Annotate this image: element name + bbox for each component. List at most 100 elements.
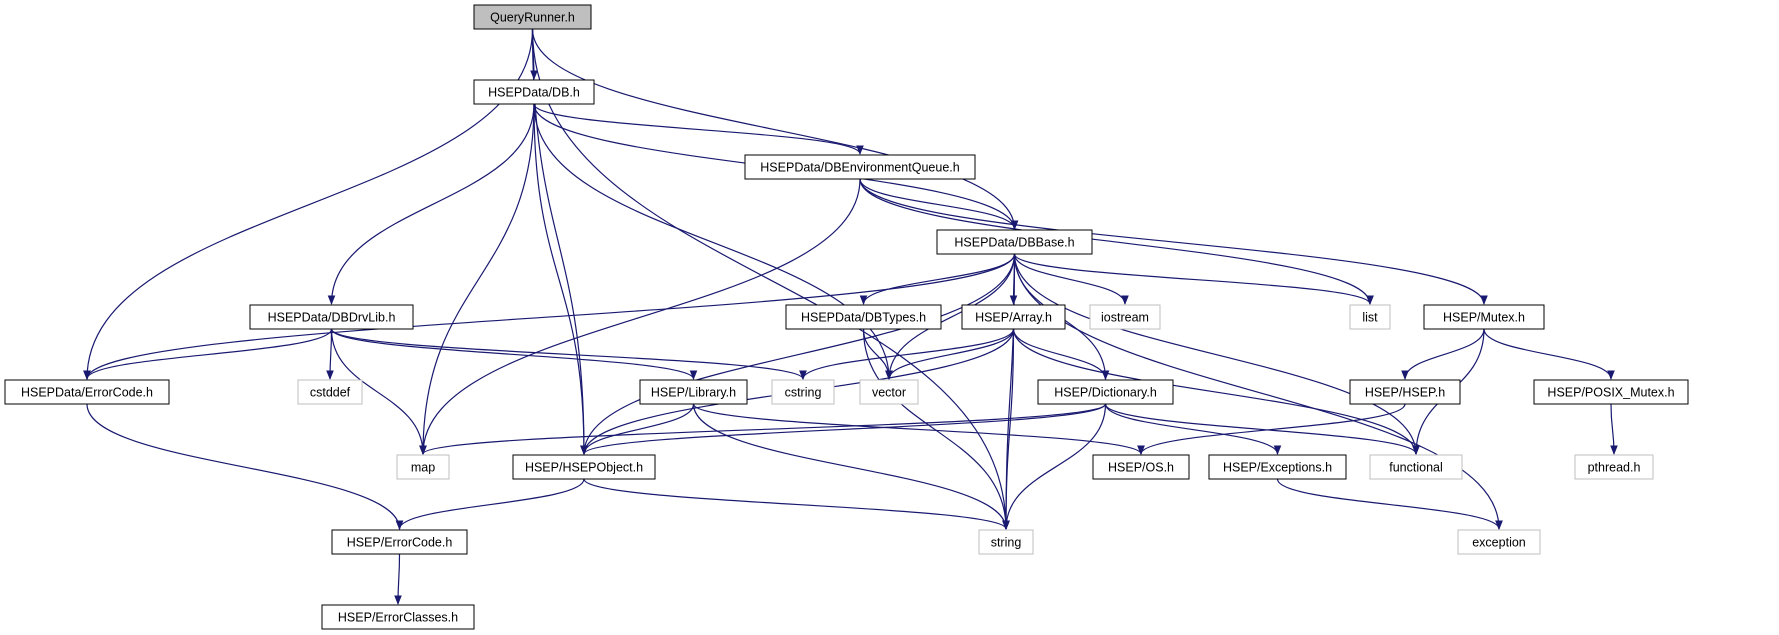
edge-library-to-os [692, 403, 1145, 455]
node-box-errorclasses [321, 604, 475, 630]
node-label-dbenvqueue: HSEPData/DBEnvironmentQueue.h [760, 161, 959, 175]
node-box-iostream [1089, 304, 1161, 330]
node-label-functional: functional [1389, 461, 1443, 475]
node-box-dbdrvlib [249, 304, 414, 330]
edge-dbbase-to-hsepobject [580, 253, 1016, 455]
node-mutex[interactable]: HSEP/Mutex.h [1423, 304, 1545, 330]
node-box-library [639, 379, 748, 405]
node-errorclasses[interactable]: HSEP/ErrorClasses.h [321, 604, 475, 630]
edge-db-to-vector [533, 103, 893, 380]
node-queryrunner[interactable]: QueryRunner.h [473, 4, 592, 30]
node-cstddef: cstddef [297, 379, 363, 405]
edge-dbbase-to-list [1013, 253, 1374, 305]
node-label-dictionary: HSEP/Dictionary.h [1054, 386, 1157, 400]
node-box-pthread [1574, 454, 1654, 480]
edge-posixmutex-to-pthread [1610, 403, 1618, 455]
node-label-posixmutex: HSEP/POSIX_Mutex.h [1547, 386, 1674, 400]
edge-dbdrvlib-to-library [330, 328, 698, 380]
edge-dbbase-to-vector [885, 253, 1016, 380]
node-box-array [961, 304, 1066, 330]
node-label-dataerrorcode: HSEPData/ErrorCode.h [21, 386, 153, 400]
edge-dbbase-to-iostream [1013, 253, 1129, 305]
edge-dbdrvlib-to-cstring [330, 328, 807, 380]
edge-dbenvqueue-to-list [859, 178, 1374, 305]
edge-db-to-dbdrvlib [327, 103, 535, 305]
node-label-pthread: pthread.h [1588, 461, 1641, 475]
edge-dbdrvlib-to-cstddef [326, 328, 334, 380]
edge-dbenvqueue-to-dbbase [859, 178, 1019, 230]
node-dictionary[interactable]: HSEP/Dictionary.h [1037, 379, 1174, 405]
edge-dataerrorcode-to-hseperrorcode [86, 403, 404, 530]
edge-library-to-hsepobject [580, 403, 695, 455]
edge-dbbase-to-dbtypes [859, 253, 1016, 305]
edge-hseperrorcode-to-errorclasses [394, 553, 402, 605]
node-string: string [978, 529, 1034, 555]
node-box-dictionary [1037, 379, 1174, 405]
edge-dbenvqueue-to-map [419, 178, 861, 455]
node-box-hseph [1349, 379, 1461, 405]
node-hseph[interactable]: HSEP/HSEP.h [1349, 379, 1461, 405]
node-label-list: list [1362, 311, 1378, 325]
node-box-string [978, 529, 1034, 555]
node-exception: exception [1457, 529, 1541, 555]
node-label-array: HSEP/Array.h [975, 311, 1052, 325]
node-box-hsepobject [512, 454, 656, 480]
node-label-vector: vector [872, 386, 906, 400]
edge-mutex-to-hseph [1401, 328, 1485, 380]
node-hseperrorcode[interactable]: HSEP/ErrorCode.h [331, 529, 468, 555]
node-array[interactable]: HSEP/Array.h [961, 304, 1066, 330]
edge-dbdrvlib-to-dataerrorcode [83, 328, 333, 380]
edge-array-to-functional [1012, 328, 1420, 455]
node-box-exception [1457, 529, 1541, 555]
node-exceptions[interactable]: HSEP/Exceptions.h [1208, 454, 1347, 480]
edge-dbbase-to-dataerrorcode [83, 253, 1016, 380]
node-box-map [396, 454, 450, 480]
node-os[interactable]: HSEP/OS.h [1092, 454, 1190, 480]
node-box-posixmutex [1533, 379, 1689, 405]
node-label-mutex: HSEP/Mutex.h [1443, 311, 1525, 325]
node-dbenvqueue[interactable]: HSEPData/DBEnvironmentQueue.h [744, 154, 976, 180]
node-dbtypes[interactable]: HSEPData/DBTypes.h [785, 304, 942, 330]
node-label-errorclasses: HSEP/ErrorClasses.h [338, 611, 458, 625]
edge-library-to-string [692, 403, 1010, 530]
node-cstring: cstring [771, 379, 835, 405]
edge-array-to-cstring [799, 328, 1015, 380]
node-box-queryrunner [473, 4, 592, 30]
edge-exceptions-to-exception [1276, 478, 1503, 530]
node-box-os [1092, 454, 1190, 480]
node-label-cstring: cstring [785, 386, 822, 400]
node-label-cstddef: cstddef [310, 386, 351, 400]
node-box-dbenvqueue [744, 154, 976, 180]
node-label-dbbase: HSEPData/DBBase.h [954, 236, 1074, 250]
node-box-mutex [1423, 304, 1545, 330]
node-dbbase[interactable]: HSEPData/DBBase.h [936, 229, 1093, 255]
node-posixmutex[interactable]: HSEP/POSIX_Mutex.h [1533, 379, 1689, 405]
node-box-dbbase [936, 229, 1093, 255]
node-hsepobject[interactable]: HSEP/HSEPObject.h [512, 454, 656, 480]
node-map: map [396, 454, 450, 480]
node-dbdrvlib[interactable]: HSEPData/DBDrvLib.h [249, 304, 414, 330]
node-box-exceptions [1208, 454, 1347, 480]
edge-hsepobject-to-hseperrorcode [395, 478, 585, 530]
edge-queryrunner-to-hsepobject [531, 28, 588, 455]
edge-layer [83, 28, 1618, 605]
node-db[interactable]: HSEPData/DB.h [473, 79, 595, 105]
node-library[interactable]: HSEP/Library.h [639, 379, 748, 405]
edge-array-to-vector [885, 328, 1015, 380]
edge-db-to-hsepobject [533, 103, 588, 455]
edge-dbbase-to-functional [1013, 253, 1420, 455]
edge-db-to-dbenvqueue [533, 103, 864, 155]
edge-hsepobject-to-string [583, 478, 1010, 530]
edge-dictionary-to-hsepobject [580, 403, 1107, 455]
node-dataerrorcode[interactable]: HSEPData/ErrorCode.h [4, 379, 170, 405]
node-box-cstddef [297, 379, 363, 405]
edge-mutex-to-posixmutex [1483, 328, 1615, 380]
node-box-list [1349, 304, 1391, 330]
edge-dbenvqueue-to-mutex [859, 178, 1488, 305]
node-functional: functional [1369, 454, 1463, 480]
node-vector: vector [859, 379, 919, 405]
edge-hseph-to-os [1137, 403, 1406, 455]
node-label-string: string [991, 536, 1022, 550]
edge-queryrunner-to-dbbase [531, 28, 1019, 230]
